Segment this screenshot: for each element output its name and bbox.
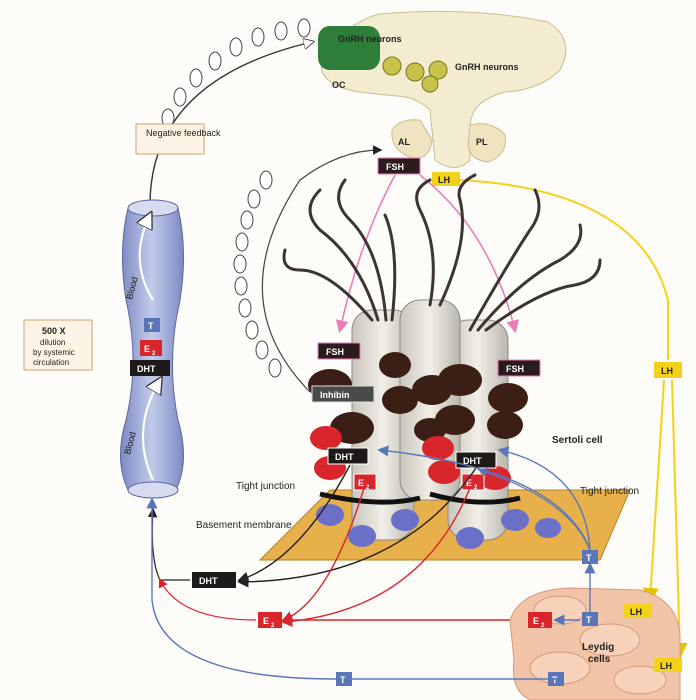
svg-text:T: T xyxy=(340,675,346,685)
svg-text:E: E xyxy=(358,478,364,488)
pituitary-region: GnRH neurons GnRH neurons OC AL PL xyxy=(318,11,566,167)
svg-text:by systemic: by systemic xyxy=(33,348,75,357)
svg-text:FSH: FSH xyxy=(326,347,344,357)
svg-text:DHT: DHT xyxy=(199,576,218,586)
svg-text:DHT: DHT xyxy=(137,364,156,374)
svg-text:LH: LH xyxy=(630,607,642,617)
svg-text:LH: LH xyxy=(438,175,450,185)
al-label: AL xyxy=(398,137,410,147)
svg-text:LH: LH xyxy=(661,366,673,376)
svg-text:E: E xyxy=(144,344,150,354)
gnrh-neurons-green-region xyxy=(318,26,380,70)
basement-membrane-label: Basement membrane xyxy=(196,520,292,531)
tight-junction-label-left: Tight junction xyxy=(236,481,295,492)
svg-text:500 X: 500 X xyxy=(42,326,66,336)
svg-text:T: T xyxy=(586,615,592,625)
leydig-cells-label: cells xyxy=(588,654,611,665)
svg-text:Inhibin: Inhibin xyxy=(320,390,350,400)
e2-box-outer xyxy=(258,612,282,628)
svg-text:E: E xyxy=(263,616,269,626)
leydig-cells-label-line1: Leydig xyxy=(582,642,614,653)
pl-label: PL xyxy=(476,137,488,147)
gnrh-label-top: GnRH neurons xyxy=(338,34,402,44)
gnrh-label-right: GnRH neurons xyxy=(455,62,519,72)
svg-text:T: T xyxy=(552,675,558,685)
svg-text:T: T xyxy=(148,321,154,331)
negative-feedback-label: Negative feedback xyxy=(146,128,221,138)
sertoli-cell-label: Sertoli cell xyxy=(552,435,603,446)
svg-text:FSH: FSH xyxy=(386,162,404,172)
e2-box-leydig xyxy=(528,612,552,628)
oc-label: OC xyxy=(332,80,346,90)
svg-text:circulation: circulation xyxy=(33,358,69,367)
svg-text:E: E xyxy=(533,616,539,626)
svg-text:DHT: DHT xyxy=(335,452,354,462)
svg-text:FSH: FSH xyxy=(506,364,524,374)
tight-junction-label-right: Tight junction xyxy=(580,486,639,497)
svg-text:T: T xyxy=(586,553,592,563)
svg-text:LH: LH xyxy=(660,661,672,671)
svg-text:dilution: dilution xyxy=(40,338,65,347)
feedback-arc-beads xyxy=(154,19,310,377)
